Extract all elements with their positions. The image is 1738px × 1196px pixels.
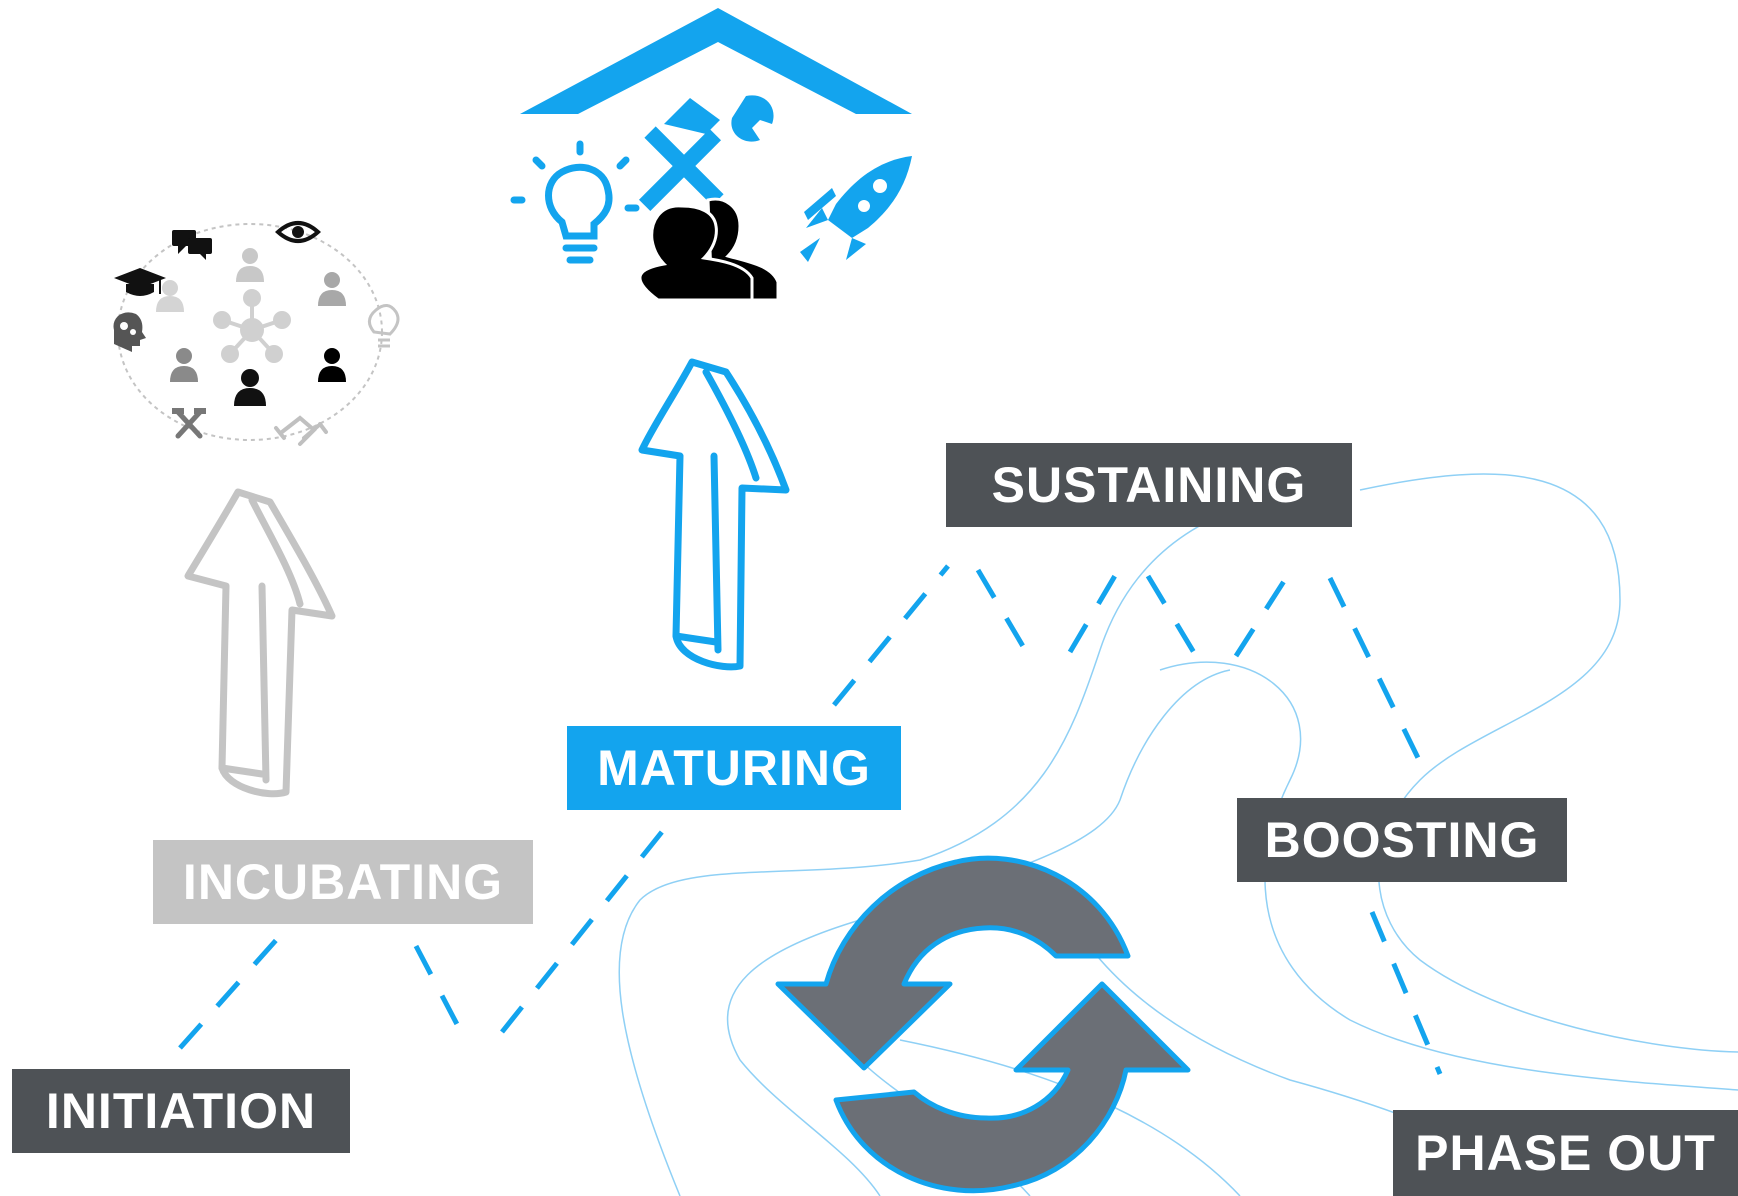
lightbulb-icon [510,140,640,264]
boosting-badge [1237,798,1567,882]
team-icon [638,197,780,302]
gray-up-arrow-icon [184,488,336,798]
lightbulb-icon [368,304,400,348]
flowing-lines [618,473,1738,1196]
hammer-wrench-icon [638,95,774,212]
initiation-label: INITIATION [45,1083,317,1139]
sustaining-label: SUSTAINING [991,457,1307,513]
person-icon [236,248,264,282]
person-icon [156,280,184,312]
person-icon [234,369,266,406]
person-icon [170,348,198,382]
head-gears-icon [113,312,146,352]
graduation-cap-icon [114,268,166,296]
network-hub-icon [213,289,291,363]
sustaining-badge [946,443,1352,527]
handshake-icon [274,415,328,446]
phase-out-badge [1393,1110,1738,1196]
initiation-badge [12,1069,350,1153]
person-icon [318,272,346,306]
incubating-label: INCUBATING [182,854,504,910]
incubating-icon-cluster [113,221,400,446]
speech-bubbles-icon [172,230,212,260]
blue-up-arrow-icon [638,358,790,671]
tools-icon [172,408,206,439]
incubating-badge [153,840,533,924]
refresh-cycle-icon [775,855,1191,1194]
maturing-badge [567,726,901,810]
rocket-icon [800,156,912,262]
roof-icon [520,8,912,114]
maturing-icon-cluster [510,8,912,302]
eye-icon [275,221,321,243]
dashed-progress-path [178,564,1443,1075]
phase-out-label: PHASE OUT [1415,1125,1716,1181]
person-icon [318,348,346,382]
maturing-label: MATURING [597,740,871,796]
boosting-label: BOOSTING [1264,812,1540,868]
